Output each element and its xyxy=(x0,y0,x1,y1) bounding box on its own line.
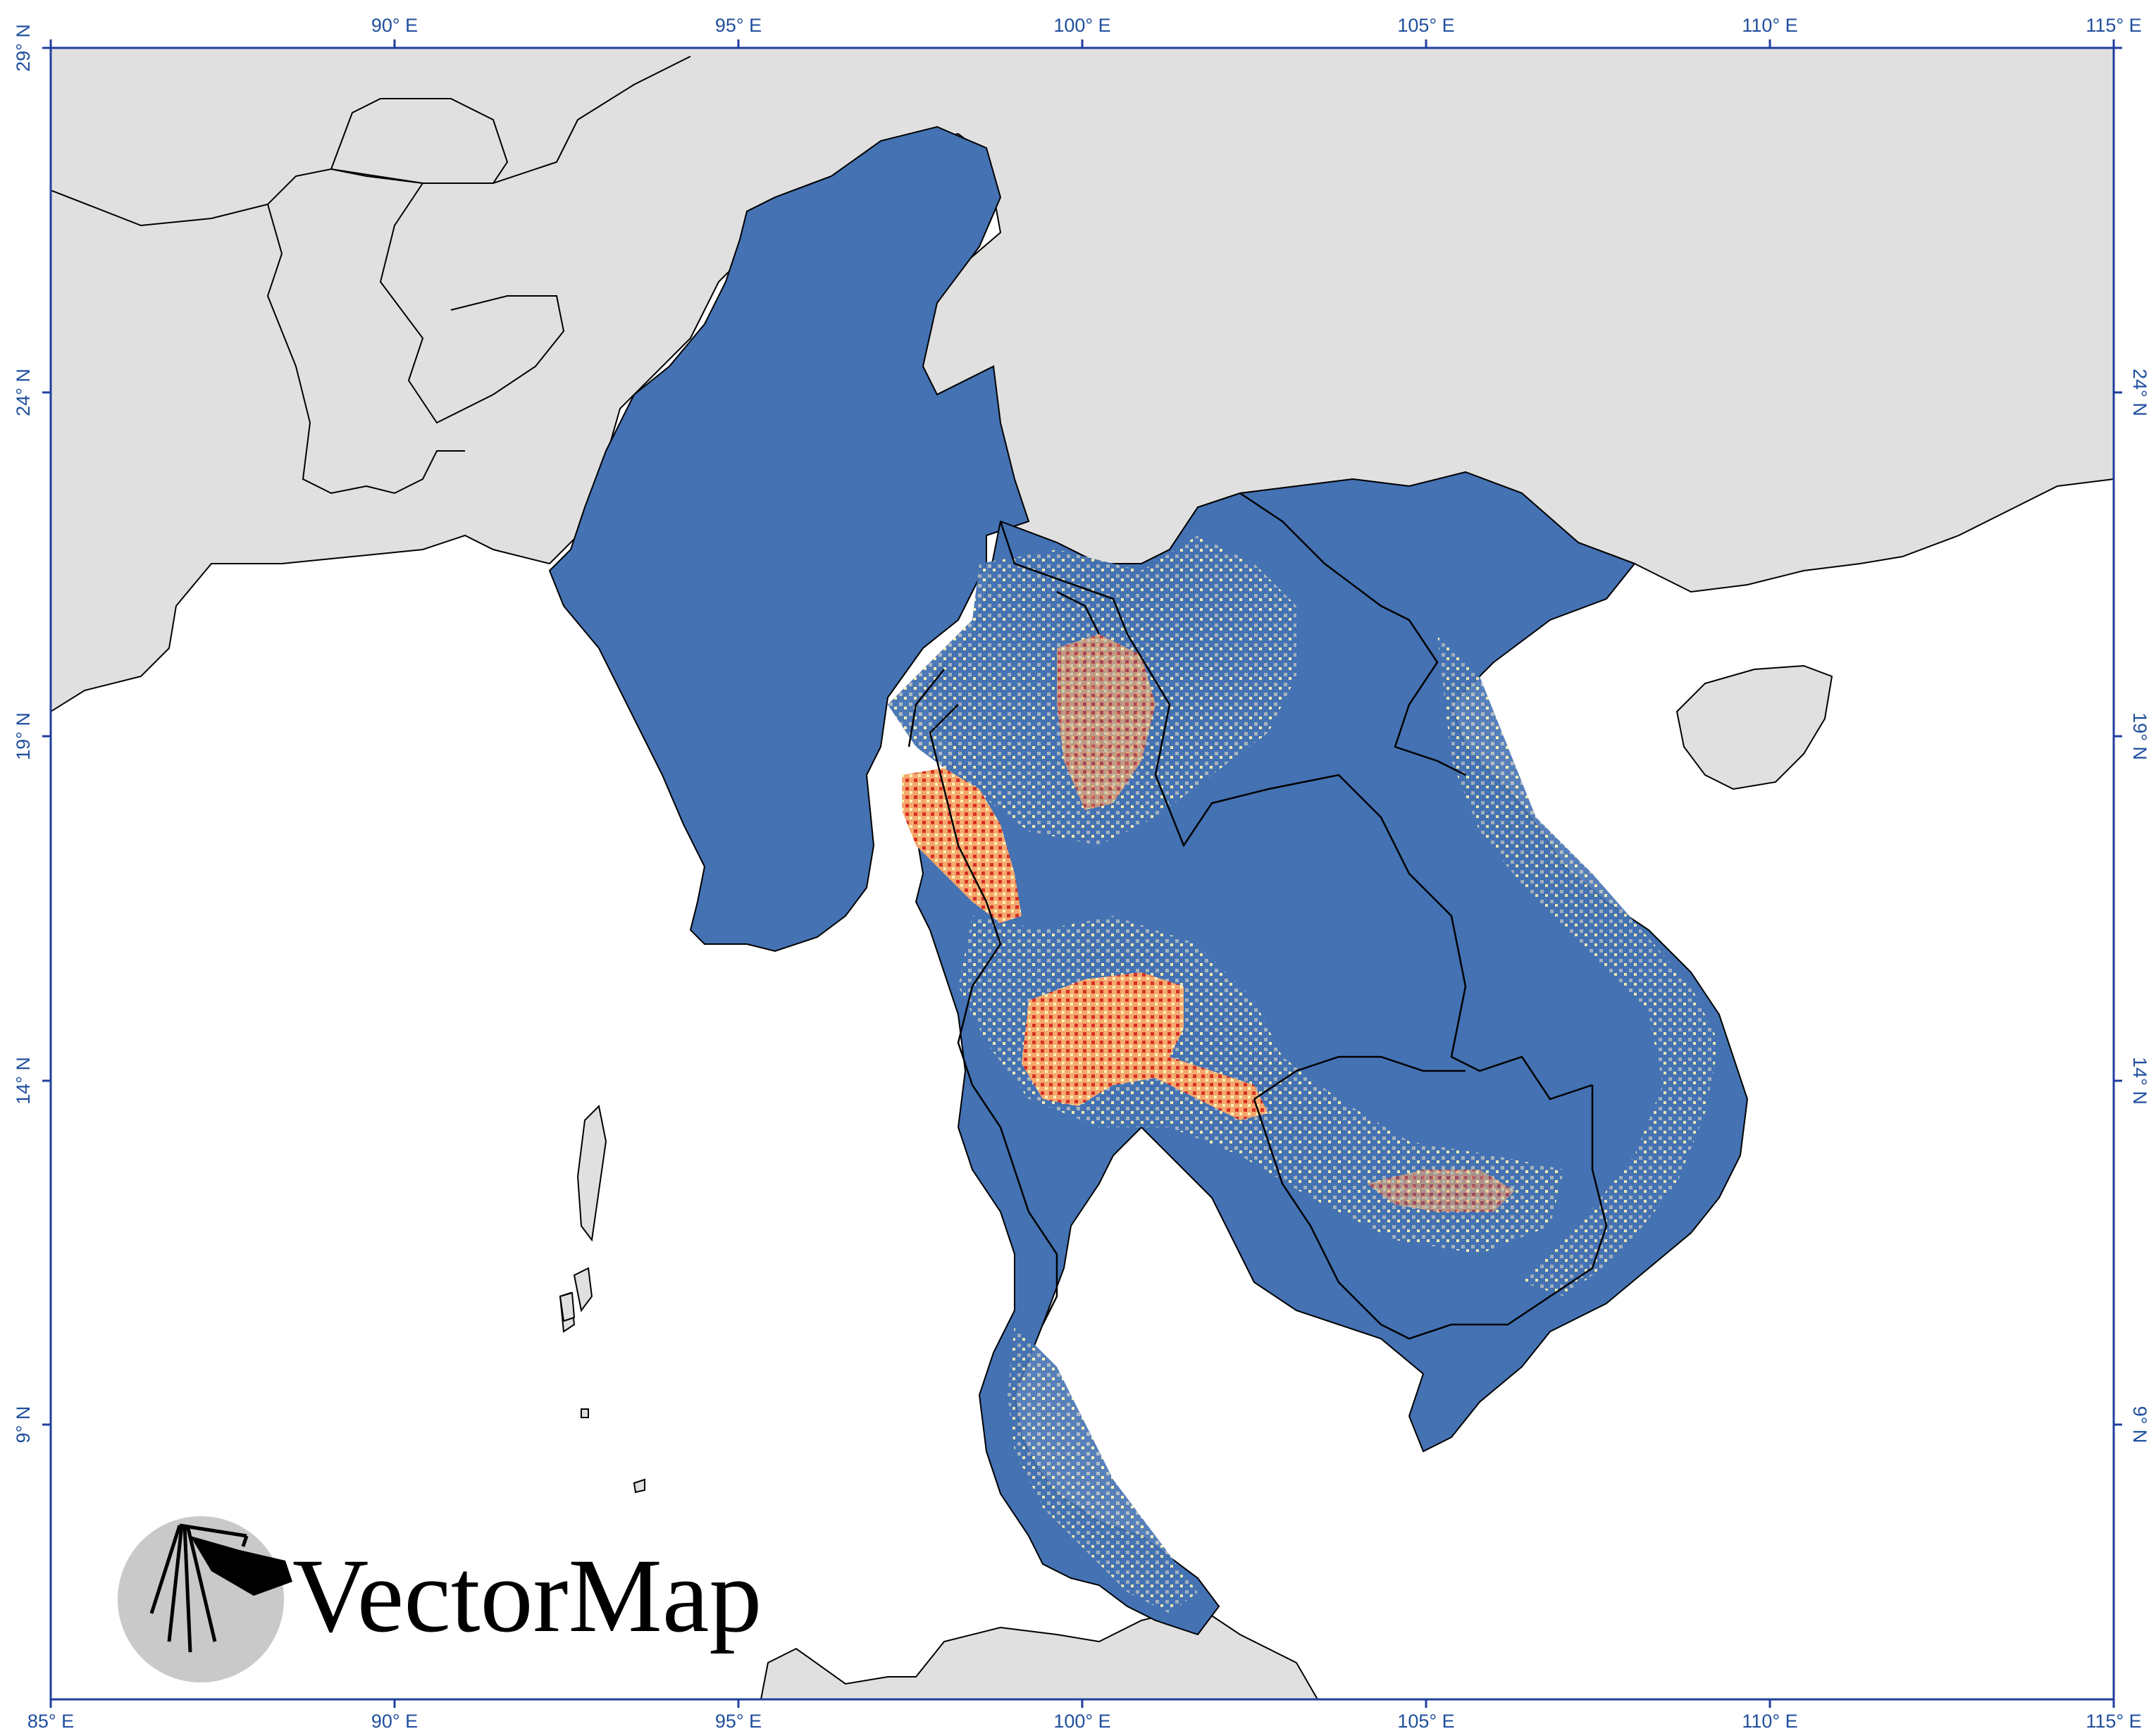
lon-label-bottom-95: 95° E xyxy=(715,1711,762,1732)
nicobar-islands xyxy=(559,1291,645,1494)
neighbor-land-bhutan xyxy=(330,98,509,184)
lon-label-bottom-110: 110° E xyxy=(1742,1711,1797,1732)
lat-label-right-19: 19° N xyxy=(2129,712,2150,760)
zone-high-central xyxy=(1022,972,1268,1120)
vectormap-logo: VectorMap xyxy=(118,1516,762,1682)
lon-label-top-95: 95° E xyxy=(715,15,762,36)
lat-label-left-14: 14° N xyxy=(13,1057,34,1105)
zone-high-north xyxy=(1057,634,1156,810)
neighbor-land-malaysia xyxy=(760,1605,1319,1699)
lon-label-bottom-85: 85° E xyxy=(27,1711,74,1732)
logo-text: VectorMap xyxy=(292,1537,762,1654)
zone-high-cambodia xyxy=(1367,1170,1515,1212)
hainan-island xyxy=(1675,664,1833,790)
lon-label-bottom-115: 115° E xyxy=(2086,1711,2141,1732)
lat-label-left-29: 29° N xyxy=(13,24,34,72)
lon-label-bottom-90: 90° E xyxy=(371,1711,418,1732)
lat-label-left-24: 24° N xyxy=(13,368,34,416)
zone-mixed-peninsula xyxy=(1008,1325,1198,1613)
lat-label-right-14: 14° N xyxy=(2129,1057,2150,1105)
lat-label-right-9: 9° N xyxy=(2129,1406,2150,1444)
country-borders xyxy=(907,492,1608,1340)
lon-label-top-100: 100° E xyxy=(1053,15,1110,36)
zone-mixed-coast xyxy=(1437,634,1719,1296)
andaman-islands xyxy=(559,1104,607,1333)
lon-label-bottom-105: 105° E xyxy=(1397,1711,1454,1732)
zone-high-northwest xyxy=(902,768,1022,923)
lat-label-left-19: 19° N xyxy=(13,712,34,760)
lon-label-top-105: 105° E xyxy=(1397,15,1454,36)
study-region-myanmar xyxy=(548,125,1030,953)
lat-label-right-24: 24° N xyxy=(2129,368,2150,416)
logo-emblem xyxy=(149,1523,249,1653)
lon-label-top-90: 90° E xyxy=(371,15,418,36)
logo-wedge xyxy=(190,1536,292,1596)
lat-label-left-9: 9° N xyxy=(13,1406,34,1444)
lon-label-top-115: 115° E xyxy=(2086,15,2141,36)
lon-label-top-110: 110° E xyxy=(1742,15,1797,36)
graticule-ticks xyxy=(42,39,2122,1708)
neighbor-borders xyxy=(51,56,691,495)
lon-label-bottom-100: 100° E xyxy=(1053,1711,1110,1732)
